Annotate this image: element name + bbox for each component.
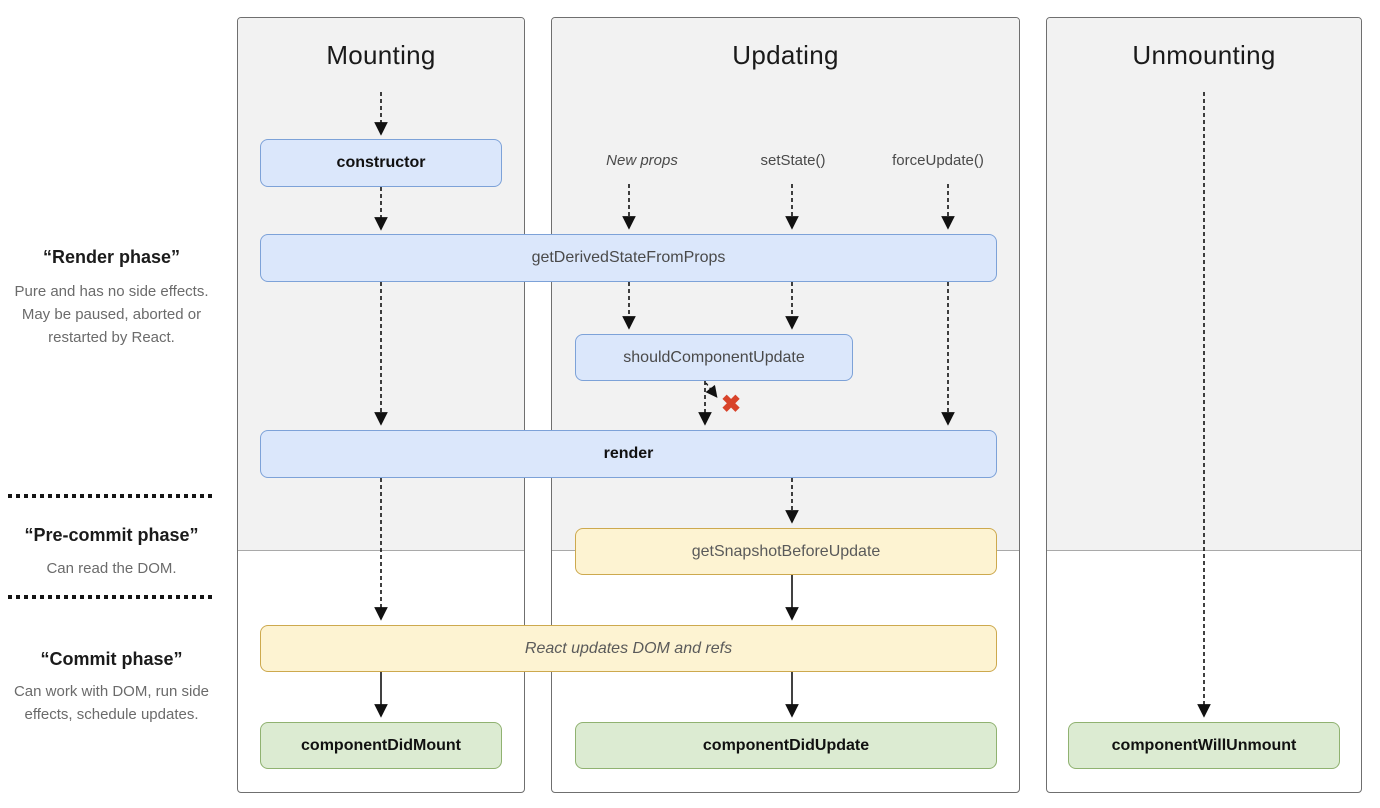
updating-column [551,17,1020,793]
updating-title: Updating [732,40,839,70]
pre-commit-phase-description: Can read the DOM. [46,560,177,577]
abort-cross-icon: ✖ [721,391,742,418]
get-snapshot-before-update-box: getSnapshotBeforeUpdate [575,528,997,575]
mounting-column [237,17,525,793]
constructor-box: constructor [260,139,502,187]
unmounting-render-phase-background [1047,18,1361,551]
commit-phase-description: Can work with DOM, run side effects, sch… [13,683,210,723]
component-will-unmount-box: componentWillUnmount [1068,722,1340,769]
phase-separator-top [8,494,214,498]
phase-separator-bottom [8,595,214,599]
pre-commit-phase-title: “Pre-commit phase” [24,525,199,545]
component-did-mount-box: componentDidMount [260,722,502,769]
unmounting-title: Unmounting [1132,40,1276,70]
force-update-label: forceUpdate() [892,152,984,169]
render-phase-title: “Render phase” [42,247,181,267]
should-component-update-box: shouldComponentUpdate [575,334,853,381]
react-updates-dom-box: React updates DOM and refs [260,625,997,672]
render-phase-description: Pure and has no side effects. May be pau… [14,283,209,346]
component-did-update-box: componentDidUpdate [575,722,997,769]
mounting-title: Mounting [326,40,436,70]
set-state-label: setState() [760,152,826,169]
commit-phase-title: “Commit phase” [40,649,183,669]
get-derived-state-from-props-box: getDerivedStateFromProps [260,234,997,282]
render-box: render [260,430,997,478]
unmounting-column [1046,17,1362,793]
new-props-label: New props [606,152,678,169]
